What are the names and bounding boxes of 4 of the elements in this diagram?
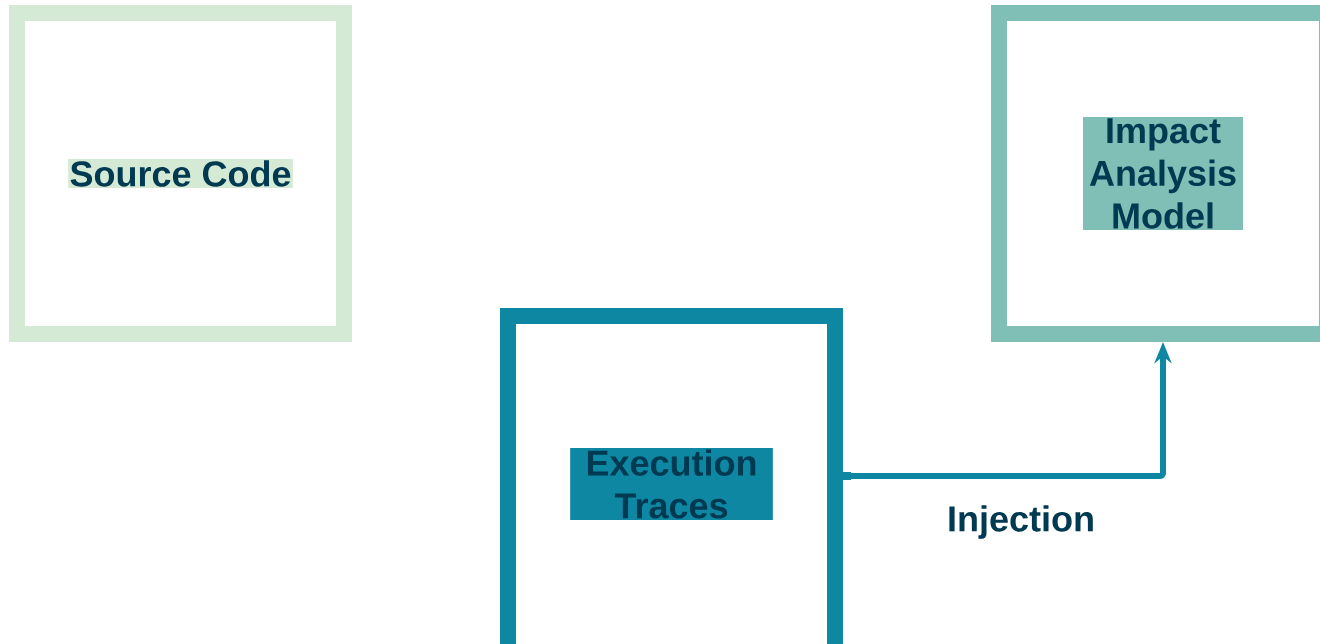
process-box: Execution Traces	[500, 308, 843, 644]
edge-label: Injection	[949, 505, 1093, 539]
process-box: Impact Analysis Model	[991, 5, 1320, 342]
process-box: Source Code	[9, 5, 352, 342]
